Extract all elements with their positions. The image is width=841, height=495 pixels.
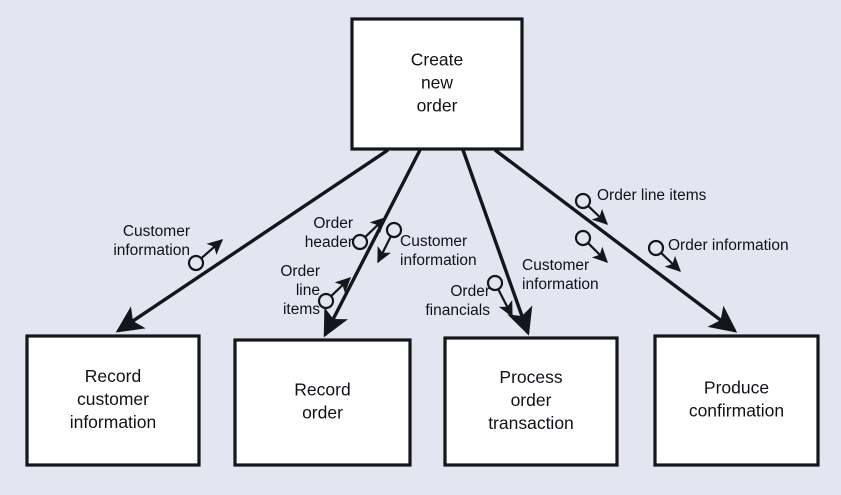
couple-arrow <box>200 239 223 260</box>
couple-circle-icon <box>486 274 504 292</box>
couple-label-line: Order <box>280 263 320 280</box>
couple-circle-icon <box>351 233 369 251</box>
couple-circle-icon <box>385 221 403 239</box>
couple-circle-icon <box>317 292 335 310</box>
couple-arrow <box>364 217 386 238</box>
module-label-line: customer <box>77 389 149 409</box>
couple-arrow <box>497 288 513 318</box>
module-label-line: information <box>70 412 157 432</box>
couple-couple-customer-information-transaction: Customer information <box>522 229 608 293</box>
couple-couple-order-line-items-right: Order line items <box>574 187 707 225</box>
couple-label-line: Customer <box>123 223 190 240</box>
module-process-order-transaction[interactable]: Process order transaction <box>443 336 619 467</box>
couple-label-line: Order information <box>668 237 789 254</box>
couple-couple-customer-information-order: Customer information <box>377 221 477 269</box>
module-label-line: Record <box>294 380 350 400</box>
connection-to-record-customer-information <box>115 148 389 333</box>
couple-label-line: Order <box>450 283 490 300</box>
couple-label-line: Customer <box>400 233 467 250</box>
module-record-customer-information[interactable]: Record customer information <box>25 334 201 467</box>
couple-couple-order-financials: Order financials <box>425 274 513 319</box>
module-label-line: Create <box>411 50 464 70</box>
data-couples: CustomerinformationOrderheaderOrderlinei… <box>113 187 788 319</box>
couple-couple-order-information: Order information <box>647 237 789 272</box>
module-label-line: transaction <box>488 413 574 433</box>
connection-to-process-order-transaction <box>461 149 533 336</box>
couple-circle-icon <box>574 229 592 247</box>
couple-couple-customer-information-in: Customer information <box>113 223 223 272</box>
couple-label-line: line <box>296 282 320 299</box>
couple-label-line: items <box>283 301 320 318</box>
module-label-line: order <box>417 96 458 116</box>
couple-label-line: financials <box>425 302 490 319</box>
module-label-line: Produce <box>704 378 769 398</box>
module-boxes: CreateneworderRecordcustomerinformationR… <box>25 17 820 467</box>
module-box-rect <box>653 334 820 467</box>
module-produce-confirmation[interactable]: Produce confirmation <box>653 334 820 467</box>
couple-circle-icon <box>574 192 592 210</box>
couple-label-line: Customer <box>522 257 589 274</box>
couple-label-line: Order line items <box>597 187 707 204</box>
module-box-rect <box>233 338 412 467</box>
couple-label-line: Order <box>313 215 353 232</box>
module-box-rect <box>25 334 201 467</box>
couple-arrow <box>377 235 392 264</box>
module-label-line: new <box>421 73 453 93</box>
module-label-line: Record <box>85 366 141 386</box>
couple-circle-icon <box>187 254 205 272</box>
couple-couple-order-line-items-left: Order line items <box>280 263 351 318</box>
couple-circle-icon <box>647 239 665 257</box>
couple-couple-order-header: Order header <box>305 215 386 251</box>
couple-arrow <box>660 252 681 272</box>
couple-label-line: information <box>522 276 599 293</box>
connection-to-produce-confirmation <box>493 148 738 333</box>
module-label-line: confirmation <box>689 401 784 421</box>
couple-arrow <box>587 242 608 263</box>
couple-label-line: information <box>400 252 477 269</box>
connection-to-record-order <box>323 149 422 338</box>
couple-arrow <box>587 205 608 225</box>
couple-label-line: information <box>113 242 190 259</box>
module-create-new-order[interactable]: Create new order <box>350 17 524 151</box>
module-record-order[interactable]: Record order <box>233 338 412 467</box>
couple-label-line: header <box>305 234 353 251</box>
module-label-line: order <box>302 403 343 423</box>
connection-lines <box>115 148 738 338</box>
module-box-rect <box>350 17 524 151</box>
couple-arrow <box>330 277 351 297</box>
module-label-line: order <box>511 390 552 410</box>
module-box-rect <box>443 336 619 467</box>
module-label-line: Process <box>499 367 562 387</box>
